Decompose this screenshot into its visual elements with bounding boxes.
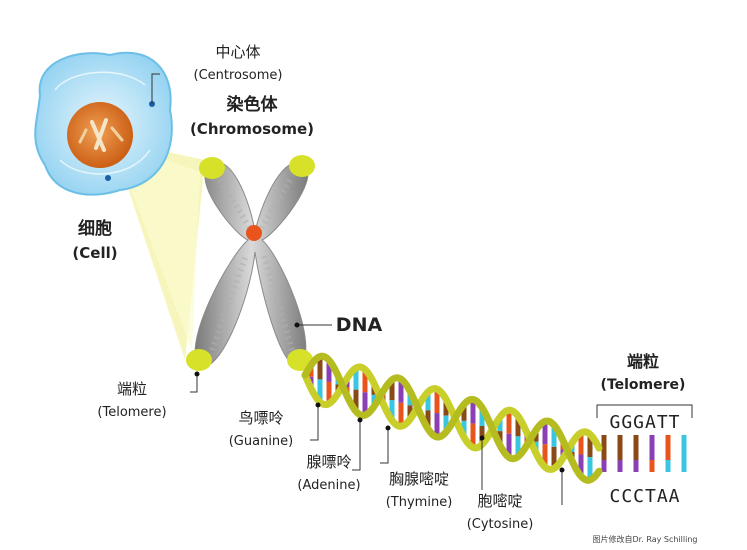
sequence-bracket bbox=[596, 404, 693, 418]
guanine-leader bbox=[310, 405, 319, 441]
image-credit: 图片修改自Dr. Ray Schilling bbox=[593, 534, 698, 544]
centrosome-leader bbox=[151, 73, 160, 104]
telomere-right-label-en: (Telomere) bbox=[601, 377, 686, 393]
centrosome-label-zh: 中心体 bbox=[215, 43, 260, 61]
dna-label: DNA bbox=[336, 314, 383, 336]
adenine-leader bbox=[352, 420, 361, 471]
telomere-cap-top-right bbox=[289, 155, 315, 177]
telomere-left-label-zh: 端粒 bbox=[117, 380, 147, 398]
telomere-left-label-en: (Telomere) bbox=[97, 405, 166, 420]
sequence-bottom: CCCTAA bbox=[609, 486, 680, 507]
centromere bbox=[246, 225, 262, 241]
guanine-label-en: (Guanine) bbox=[229, 434, 294, 449]
dna-backbone-b bbox=[301, 352, 603, 484]
cell-label-en: (Cell) bbox=[72, 244, 117, 262]
cell bbox=[34, 51, 173, 196]
thymine-label-en: (Thymine) bbox=[386, 495, 453, 510]
cytosine-label-zh: 胞嘧啶 bbox=[477, 492, 522, 510]
telomere-cap-bottom-right bbox=[287, 349, 313, 371]
cell-label-zh: 细胞 bbox=[78, 218, 112, 239]
telomere-cap-bottom-left bbox=[186, 349, 212, 371]
thymine-leader bbox=[380, 428, 389, 464]
sequence-top: GGGATT bbox=[609, 412, 680, 433]
thymine-label-zh: 胸腺嘧啶 bbox=[389, 470, 449, 488]
chromosome bbox=[186, 155, 315, 371]
centrosome-label-en: (Centrosome) bbox=[194, 68, 283, 83]
dna-helix bbox=[301, 352, 687, 484]
telomere-right-label-zh: 端粒 bbox=[627, 352, 659, 371]
chromosome-label-zh: 染色体 bbox=[227, 94, 279, 115]
chromosome-label-en: (Chromosome) bbox=[190, 120, 314, 138]
cytosine-label-en: (Cytosine) bbox=[467, 517, 534, 532]
guanine-label-zh: 鸟嘌呤 bbox=[238, 409, 283, 427]
telomere-cap-top-left bbox=[199, 157, 225, 179]
adenine-label-zh: 腺嘌呤 bbox=[306, 453, 351, 471]
adenine-label-en: (Adenine) bbox=[297, 478, 360, 493]
telomere-left-leader bbox=[190, 374, 198, 393]
dna-backbone-a bbox=[301, 363, 603, 474]
zoom-cone-inner bbox=[112, 140, 200, 350]
